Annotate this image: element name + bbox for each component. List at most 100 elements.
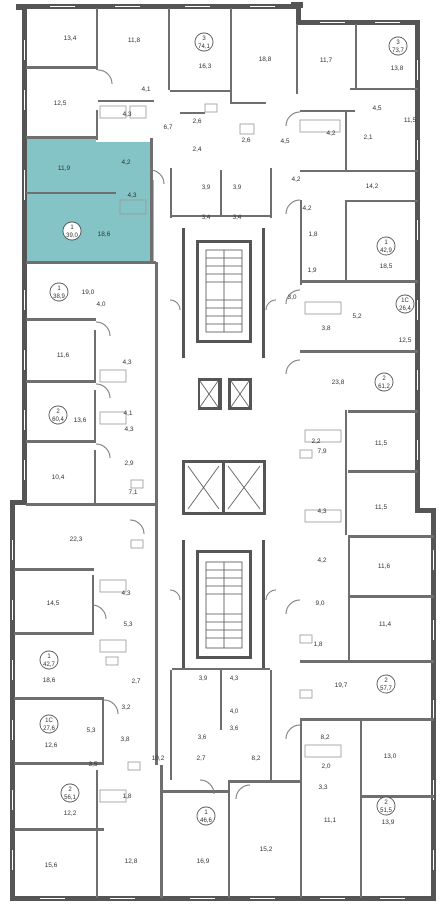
room-area: 18,5 <box>380 263 393 270</box>
apartment-marker <box>62 221 82 241</box>
room-area: 16,9 <box>197 858 210 865</box>
doors <box>91 69 301 800</box>
apartment-rooms: 2 <box>382 376 386 382</box>
apartment-rooms: 1 <box>47 654 51 660</box>
room-area: 3,2 <box>121 704 130 711</box>
room-area: 16,3 <box>199 63 212 70</box>
room-area: 2,6 <box>241 137 250 144</box>
room-area: 15,2 <box>260 846 273 853</box>
room-area: 8,2 <box>320 734 329 741</box>
apartment-area: 74,1 <box>198 44 210 50</box>
room-area: 3,4 <box>202 215 211 221</box>
room-area: 7,9 <box>317 448 326 455</box>
apartment-marker <box>196 806 216 826</box>
room-area: 2,4 <box>192 146 201 153</box>
room-area: 4,2 <box>326 130 335 137</box>
room-area: 3,3 <box>318 784 327 791</box>
room-area: 5,3 <box>123 621 132 628</box>
apartment-area: 56,1 <box>64 795 76 801</box>
room-area: 14,2 <box>366 183 379 190</box>
apartment-rooms: 1С <box>45 718 53 724</box>
room-area: 3,4 <box>233 215 242 221</box>
apartment-marker <box>376 236 396 256</box>
room-area: 13,0 <box>384 753 397 760</box>
room-labels: 13,4 11,8 16,3 18,8 11,7 13,8 4,1 12,5 4… <box>43 35 417 869</box>
room-area: 4,3 <box>230 676 239 682</box>
room-area: 4,0 <box>96 301 105 308</box>
room-area: 4,2 <box>302 205 311 212</box>
stairs <box>187 249 261 649</box>
apartment-area: 38,9 <box>53 294 65 300</box>
apartment-area: 46,6 <box>200 818 212 824</box>
room-area: 18,6 <box>98 231 111 238</box>
apartment-marker <box>376 674 396 694</box>
room-area: 4,3 <box>124 426 133 433</box>
room-area: 8,2 <box>251 755 260 762</box>
room-area: 3,0 <box>287 294 296 301</box>
apartment-highlight[interactable] <box>26 138 154 262</box>
room-area: 4,2 <box>291 176 300 183</box>
room-area: 4,0 <box>230 709 239 715</box>
apartment-rooms: 1С <box>401 298 409 304</box>
room-area: 3,9 <box>233 185 242 191</box>
room-area: 1,9 <box>307 267 316 274</box>
apartment-area: 57,7 <box>380 686 392 692</box>
room-area: 13,9 <box>382 819 395 826</box>
apartment-area: 73,7 <box>392 48 404 54</box>
room-area: 3,5 <box>88 761 97 768</box>
room-area: 1,8 <box>122 793 131 800</box>
apartment-rooms: 2 <box>56 409 60 415</box>
room-area: 2,6 <box>192 118 201 125</box>
apartment-area: 26,4 <box>399 306 411 312</box>
room-area: 4,1 <box>123 410 132 417</box>
room-area: 11,7 <box>320 57 333 64</box>
room-area: 11,5 <box>404 117 417 124</box>
apartment-marker <box>48 405 68 425</box>
room-area: 4,3 <box>127 192 136 199</box>
apartment-marker <box>388 36 408 56</box>
room-area: 4,5 <box>372 105 381 112</box>
room-area: 7,1 <box>128 489 137 496</box>
room-area: 11,6 <box>57 352 70 359</box>
room-area: 10,2 <box>152 755 165 762</box>
apartment-marker <box>395 294 415 314</box>
room-area: 18,6 <box>43 677 56 684</box>
apartment-area: 61,2 <box>378 384 390 390</box>
room-area: 4,3 <box>122 111 131 118</box>
apartment-markers <box>39 32 415 826</box>
room-area: 23,8 <box>332 379 345 386</box>
room-area: 19,0 <box>82 289 95 296</box>
fixtures <box>99 103 342 803</box>
apartment-marker <box>39 650 59 670</box>
room-area: 4,3 <box>317 508 326 515</box>
room-area: 2,0 <box>321 763 330 770</box>
room-area: 4,5 <box>280 138 289 145</box>
apartment-area: 42,7 <box>43 662 55 668</box>
room-area: 4,3 <box>121 590 130 597</box>
apartment-labels: 3 74,1 3 73,7 1 39,0 1 42,9 1 38,9 1С 26… <box>43 36 411 824</box>
apartment-area: 39,0 <box>66 233 78 239</box>
apartment-marker <box>376 796 396 816</box>
room-area: 11,5 <box>375 504 388 511</box>
room-area: 2,2 <box>311 438 320 445</box>
room-area: 11,8 <box>128 37 141 44</box>
room-area: 12,8 <box>125 858 138 865</box>
room-area: 11,4 <box>379 621 392 628</box>
room-area: 4,1 <box>141 86 150 93</box>
room-area: 11,9 <box>58 165 71 172</box>
room-area: 3,9 <box>202 185 211 191</box>
room-area: 11,5 <box>375 440 388 447</box>
room-area: 3,9 <box>199 676 208 682</box>
room-area: 1,8 <box>313 641 322 648</box>
room-area: 11,1 <box>324 817 337 824</box>
room-area: 3,6 <box>230 726 239 732</box>
room-area: 10,4 <box>52 474 65 481</box>
room-area: 15,6 <box>45 862 58 869</box>
apartment-area: 42,9 <box>380 248 392 254</box>
room-area: 1,8 <box>308 231 317 238</box>
apartment-marker <box>49 282 69 302</box>
room-area: 13,4 <box>64 35 77 42</box>
room-area: 4,2 <box>317 557 326 564</box>
room-area: 2,9 <box>124 460 133 467</box>
